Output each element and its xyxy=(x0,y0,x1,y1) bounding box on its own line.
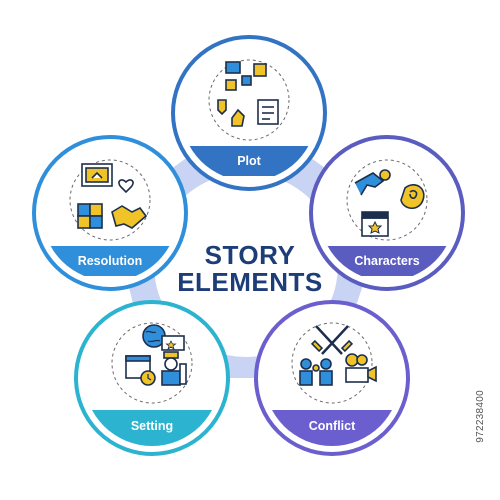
watermark-id: 972238400 xyxy=(475,390,486,443)
setting-label: Setting xyxy=(131,419,173,433)
conflict-label: Conflict xyxy=(309,419,356,433)
plot-icon xyxy=(208,59,290,141)
node-conflict: Conflict xyxy=(254,300,410,456)
node-plot: Plot xyxy=(171,35,327,191)
title-line-2: ELEMENTS xyxy=(177,267,323,297)
node-setting: Setting xyxy=(74,300,230,456)
setting-icon xyxy=(111,322,193,404)
center-area xyxy=(154,173,338,357)
title-line-1: STORY xyxy=(204,240,296,270)
characters-icon xyxy=(346,159,428,241)
node-characters: Characters xyxy=(309,135,465,291)
node-resolution: Resolution xyxy=(32,135,188,291)
resolution-icon xyxy=(69,159,151,241)
characters-label: Characters xyxy=(354,254,419,268)
diagram-title: STORY ELEMENTS xyxy=(150,242,350,296)
conflict-icon xyxy=(291,322,377,404)
plot-label: Plot xyxy=(237,154,261,168)
resolution-label: Resolution xyxy=(78,254,143,268)
